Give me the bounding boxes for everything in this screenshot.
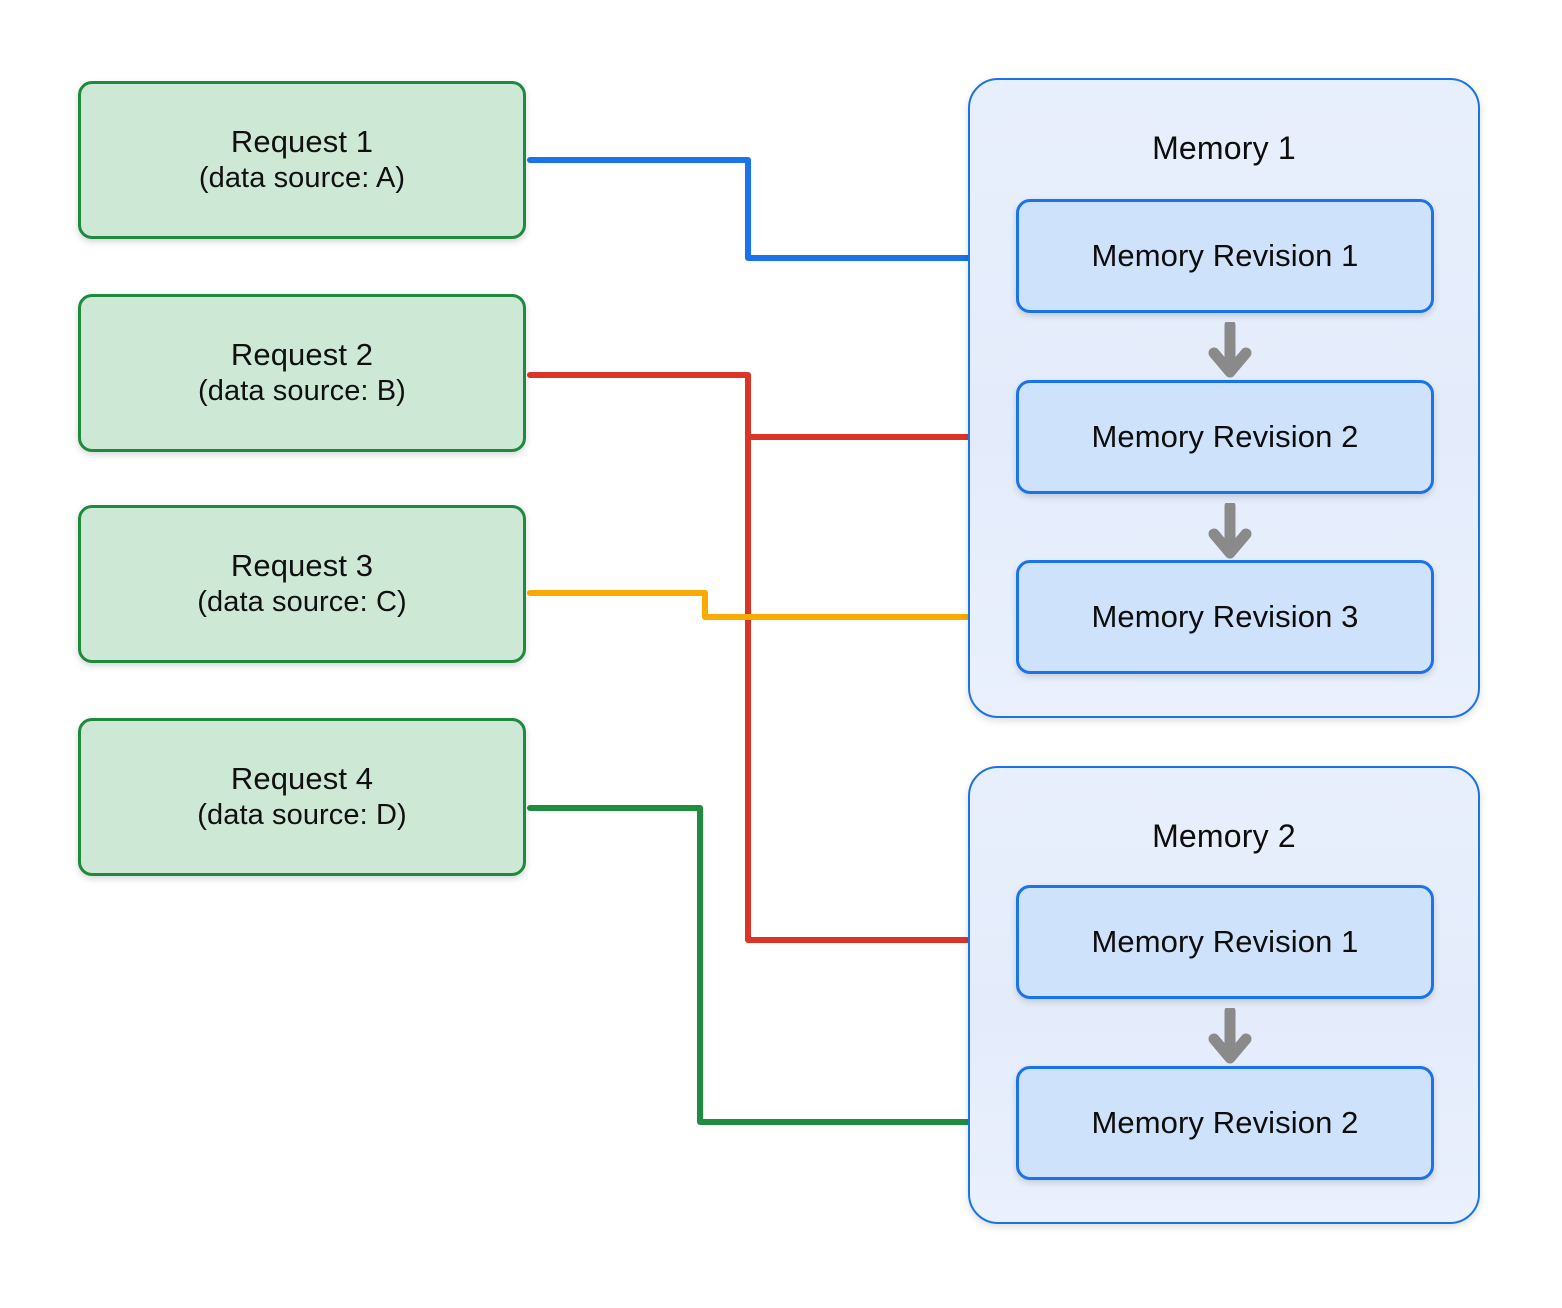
request-title: Request 4 — [230, 761, 374, 797]
memory-1-revision-2[interactable]: Memory Revision 2 — [1016, 380, 1434, 494]
revision-label: Memory Revision 1 — [1091, 924, 1359, 959]
connector-request-4-to-memory-2-revision-2 — [527, 805, 985, 1122]
connector-request-3-to-memory-1-revision-3 — [527, 590, 985, 617]
request-title: Request 1 — [230, 124, 374, 160]
request-box-2[interactable]: Request 2 (data source: B) — [78, 294, 526, 452]
memory-1-revision-1[interactable]: Memory Revision 1 — [1016, 199, 1434, 313]
request-box-1[interactable]: Request 1 (data source: A) — [78, 81, 526, 239]
request-title: Request 3 — [230, 548, 374, 584]
revision-label: Memory Revision 2 — [1091, 1105, 1359, 1140]
request-title: Request 2 — [230, 337, 374, 373]
chain-arrow-memory-1-1-to-2 — [1208, 322, 1252, 378]
revision-label: Memory Revision 2 — [1091, 419, 1359, 454]
chain-arrow-memory-1-2-to-3 — [1208, 503, 1252, 559]
connector-request-1-to-memory-1-revision-1 — [527, 157, 985, 258]
memory-title: Memory 1 — [1152, 130, 1296, 166]
memory-1-revision-3[interactable]: Memory Revision 3 — [1016, 560, 1434, 674]
request-box-4[interactable]: Request 4 (data source: D) — [78, 718, 526, 876]
request-subtitle: (data source: B) — [198, 375, 406, 408]
memory-title: Memory 2 — [1152, 818, 1296, 854]
request-box-3[interactable]: Request 3 (data source: C) — [78, 505, 526, 663]
request-subtitle: (data source: C) — [197, 586, 407, 619]
chain-arrow-memory-2-1-to-2 — [1208, 1008, 1252, 1064]
request-subtitle: (data source: D) — [197, 799, 407, 832]
request-subtitle: (data source: A) — [198, 162, 406, 195]
revision-label: Memory Revision 3 — [1091, 599, 1359, 634]
connector-request-2-to-memory-1-revision-2 — [527, 372, 985, 437]
connector-request-2-to-memory-2-revision-1 — [745, 434, 985, 940]
memory-2-revision-1[interactable]: Memory Revision 1 — [1016, 885, 1434, 999]
memory-2-revision-2[interactable]: Memory Revision 2 — [1016, 1066, 1434, 1180]
revision-label: Memory Revision 1 — [1091, 238, 1359, 273]
